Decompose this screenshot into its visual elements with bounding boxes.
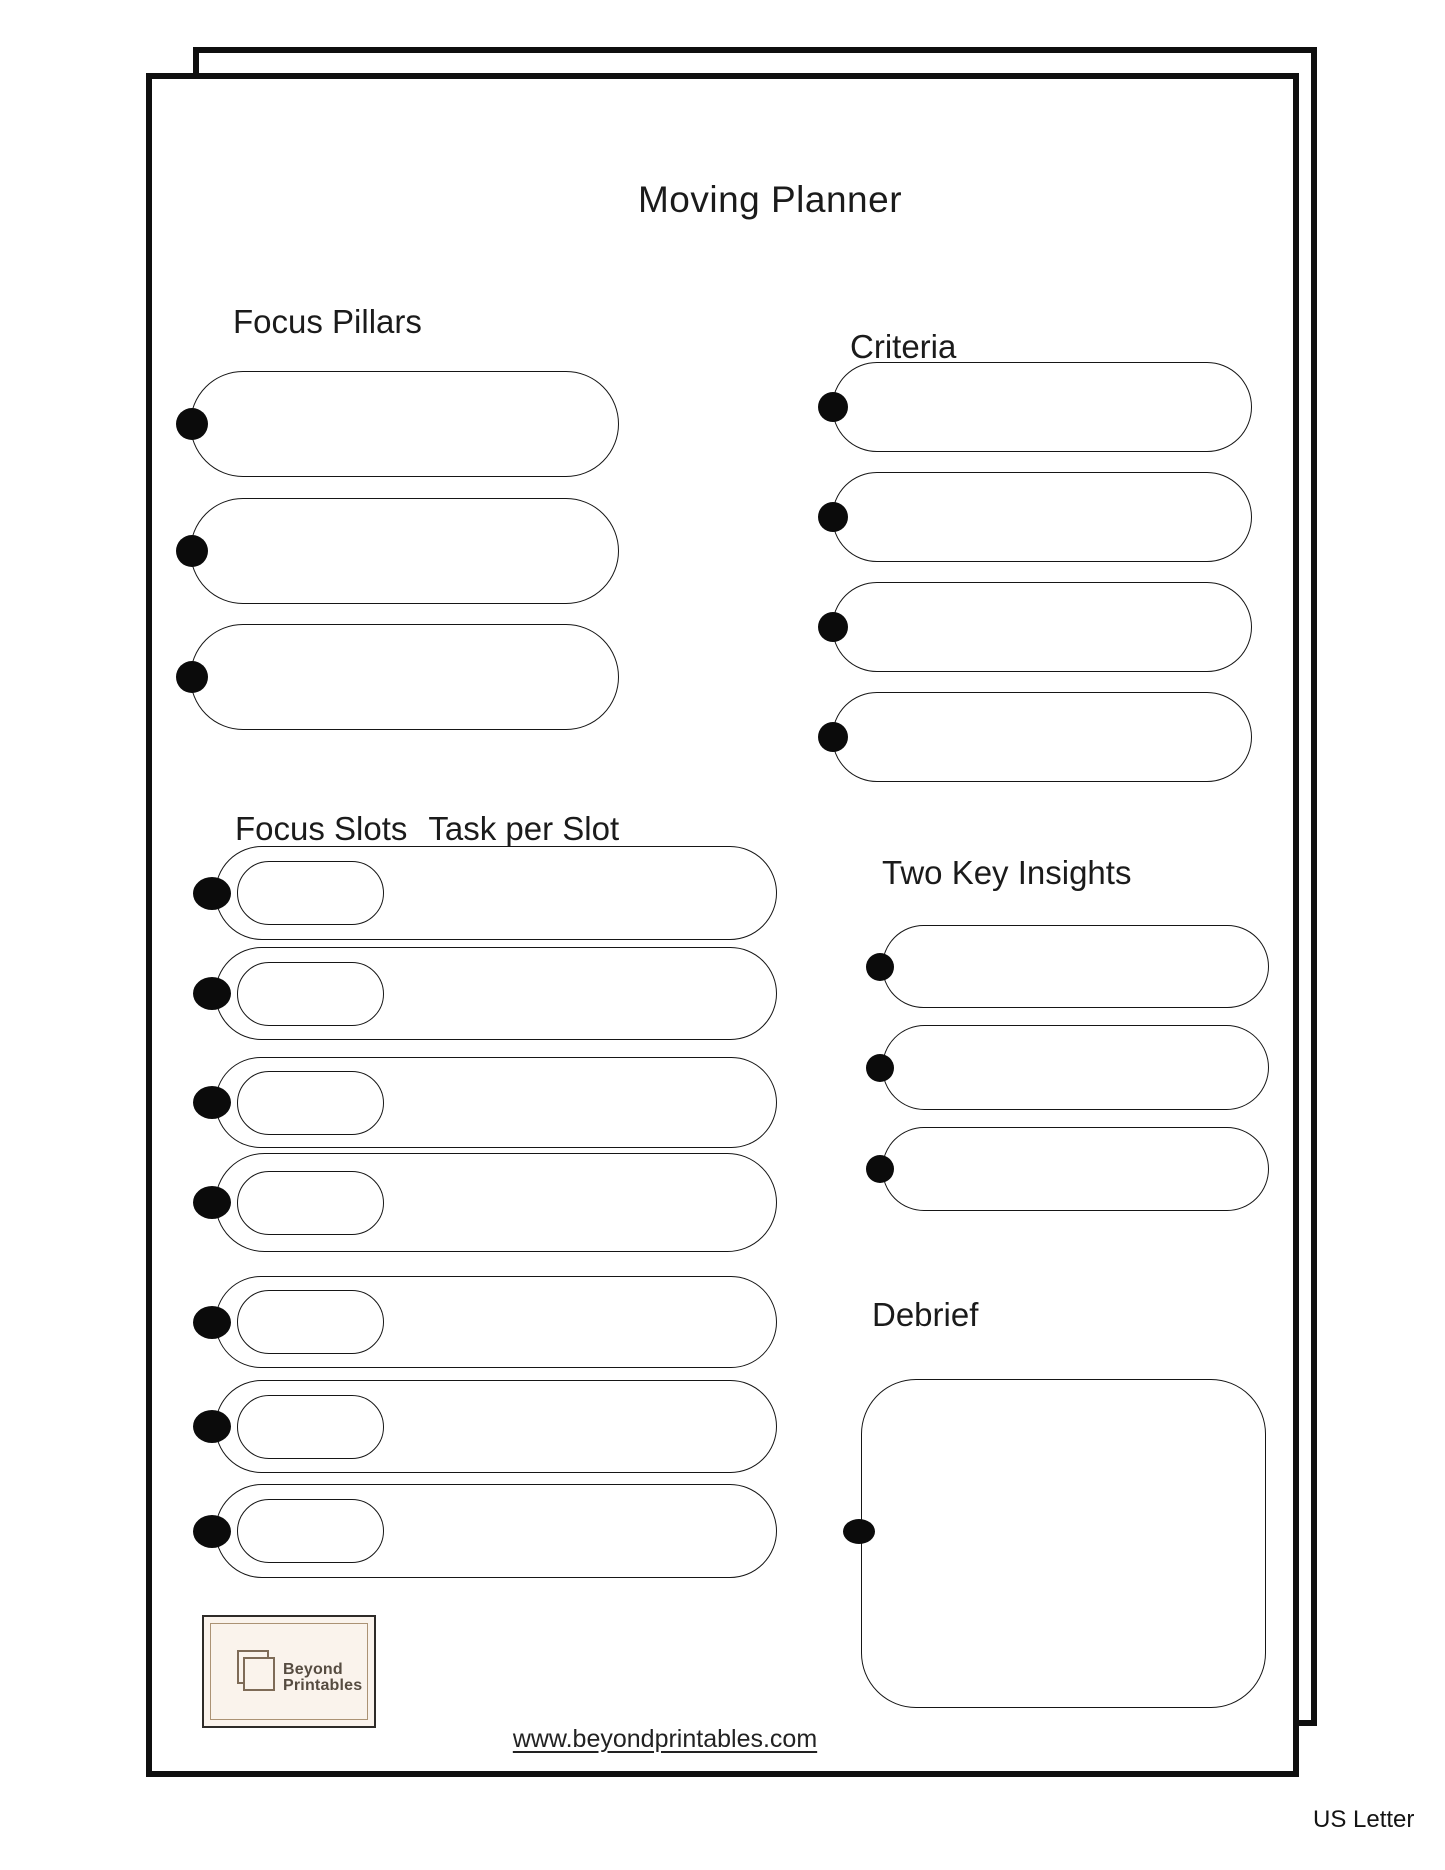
task-per-slot-label: Task per Slot bbox=[428, 810, 620, 847]
bullet-dot bbox=[193, 977, 231, 1010]
focus-slots-label: Focus Slots bbox=[235, 810, 408, 847]
logo-line1: Beyond bbox=[283, 1661, 343, 1678]
focus-pillar-field-1[interactable] bbox=[176, 371, 619, 477]
focus-pillar-field-3[interactable] bbox=[176, 624, 619, 730]
task-per-slot-field-2[interactable] bbox=[193, 947, 777, 1040]
website-link[interactable]: www.beyondprintables.com bbox=[512, 1725, 818, 1753]
focus-slot-field-5[interactable] bbox=[237, 1290, 384, 1354]
bullet-dot bbox=[193, 1086, 231, 1119]
debrief-heading: Debrief bbox=[872, 1296, 979, 1333]
task-per-slot-field-6[interactable] bbox=[193, 1380, 777, 1473]
focus-slot-field-2[interactable] bbox=[237, 961, 384, 1026]
bullet-dot bbox=[866, 1053, 894, 1082]
two-key-insights-heading: Two Key Insights bbox=[882, 854, 1132, 891]
criteria-heading: Criteria bbox=[850, 328, 957, 365]
bullet-dot bbox=[193, 1410, 231, 1443]
page-front-shape bbox=[243, 1657, 275, 1691]
logo-frame bbox=[210, 1623, 368, 1720]
debrief-field[interactable] bbox=[843, 1379, 1266, 1708]
focus-slot-field-3[interactable] bbox=[237, 1070, 384, 1135]
logo-line2: Printables bbox=[283, 1677, 363, 1694]
insight-field-1[interactable] bbox=[866, 925, 1269, 1008]
criteria-field-3[interactable] bbox=[818, 582, 1252, 672]
pages-icon bbox=[237, 1650, 281, 1696]
task-per-slot-field-3[interactable] bbox=[193, 1057, 777, 1148]
bullet-dot bbox=[866, 1155, 894, 1183]
task-per-slot-field-5[interactable] bbox=[193, 1276, 777, 1368]
focus-slot-field-6[interactable] bbox=[237, 1394, 384, 1459]
task-per-slot-field-1[interactable] bbox=[193, 846, 777, 940]
bullet-dot bbox=[843, 1519, 875, 1544]
bullet-dot bbox=[193, 1514, 231, 1548]
bullet-dot bbox=[176, 535, 208, 567]
bullet-dot bbox=[818, 612, 848, 642]
bullet-dot bbox=[193, 876, 231, 910]
bullet-dot bbox=[818, 392, 848, 422]
task-per-slot-field-7[interactable] bbox=[193, 1484, 777, 1578]
bullet-dot bbox=[818, 722, 848, 752]
insight-field-3[interactable] bbox=[866, 1127, 1269, 1211]
bullet-dot bbox=[866, 952, 894, 981]
focus-slot-field-7[interactable] bbox=[237, 1499, 384, 1563]
insight-field-2[interactable] bbox=[866, 1025, 1269, 1110]
brand-logo: Beyond Printables bbox=[202, 1615, 376, 1728]
paper-size-label: US Letter bbox=[1313, 1806, 1415, 1833]
focus-slot-field-1[interactable] bbox=[237, 861, 384, 925]
bullet-dot bbox=[176, 408, 208, 440]
logo-wordmark: Beyond Printables bbox=[283, 1662, 362, 1694]
task-per-slot-field-4[interactable] bbox=[193, 1153, 777, 1252]
bullet-dot bbox=[176, 661, 208, 693]
criteria-field-1[interactable] bbox=[818, 362, 1252, 452]
focus-pillar-field-2[interactable] bbox=[176, 498, 619, 604]
page-title: Moving Planner bbox=[637, 179, 903, 220]
focus-slot-field-4[interactable] bbox=[237, 1170, 384, 1235]
criteria-field-4[interactable] bbox=[818, 692, 1252, 782]
focus-pillars-heading: Focus Pillars bbox=[233, 303, 422, 340]
bullet-dot bbox=[193, 1305, 231, 1339]
bullet-dot bbox=[193, 1186, 231, 1219]
focus-slots-heading: Focus Slots Task per Slot bbox=[235, 810, 619, 848]
criteria-field-2[interactable] bbox=[818, 472, 1252, 562]
bullet-dot bbox=[818, 502, 848, 532]
